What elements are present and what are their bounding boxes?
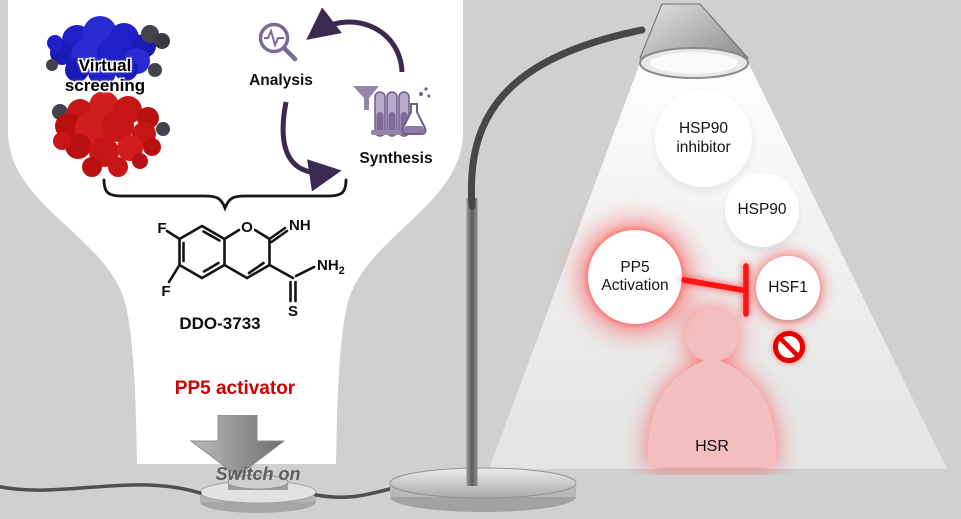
- node-hsp90-inhibitor: HSP90 inhibitor: [655, 90, 752, 187]
- hsr-label: HSR: [695, 438, 729, 455]
- cycle-arrows-icon: [280, 8, 405, 192]
- atom-f-bottom: F: [161, 283, 170, 300]
- node-hsp90-label: HSP90: [737, 200, 787, 218]
- inhibition-tbar: [681, 263, 749, 317]
- node-pp5-activation: PP5 Activation: [588, 230, 682, 324]
- node-hsp90-inhibitor-line2: inhibitor: [676, 138, 731, 156]
- protein-red-blob: [52, 91, 170, 177]
- atom-imine-nh: NH: [289, 217, 311, 234]
- synthesis-label: Synthesis: [359, 150, 433, 167]
- node-hsp90: HSP90: [725, 173, 799, 247]
- node-hsp90-inhibitor-line1: HSP90: [678, 120, 729, 138]
- virtual-screening-line2: screening: [64, 76, 146, 96]
- lamp-head: [639, 3, 749, 79]
- atom-amine-nh2: NH2: [317, 257, 345, 277]
- virtual-screening-line1: Virtual: [78, 56, 132, 75]
- switch-on-arrow-icon: [190, 415, 285, 477]
- protein-structure-image: [46, 16, 170, 177]
- atom-o: O: [241, 219, 253, 236]
- underbrace: [102, 178, 348, 212]
- lamp-arm: [467, 26, 646, 210]
- node-hsf1-label: HSF1: [768, 278, 808, 296]
- light-cone: [489, 60, 947, 469]
- node-hsf1: HSF1: [756, 256, 820, 320]
- node-pp5-line1: PP5: [620, 258, 650, 276]
- protein-blue-blob: [46, 16, 170, 86]
- human-silhouette: [647, 308, 777, 467]
- synthesis-icon: [353, 86, 430, 137]
- virtual-screening-label: Virtual screening: [32, 56, 178, 97]
- funnel-glyph: [353, 86, 379, 110]
- chemical-structure: F F O NH S NH2: [157, 217, 345, 320]
- node-pp5-line2: Activation: [601, 277, 669, 294]
- pp5-activator-label: PP5 activator: [174, 378, 296, 399]
- analysis-icon: [258, 22, 298, 62]
- power-cord: [0, 483, 400, 499]
- compound-name: DDO-3733: [179, 314, 261, 333]
- switch-disc: [199, 474, 317, 513]
- atom-thione-s: S: [288, 303, 298, 320]
- lamp-base: [389, 467, 577, 512]
- switch-on-label: Switch on: [215, 464, 301, 484]
- analysis-label: Analysis: [249, 72, 313, 89]
- lamp-pole: [466, 198, 478, 486]
- prohibition-icon: [773, 331, 805, 363]
- atom-f-top: F: [157, 220, 166, 237]
